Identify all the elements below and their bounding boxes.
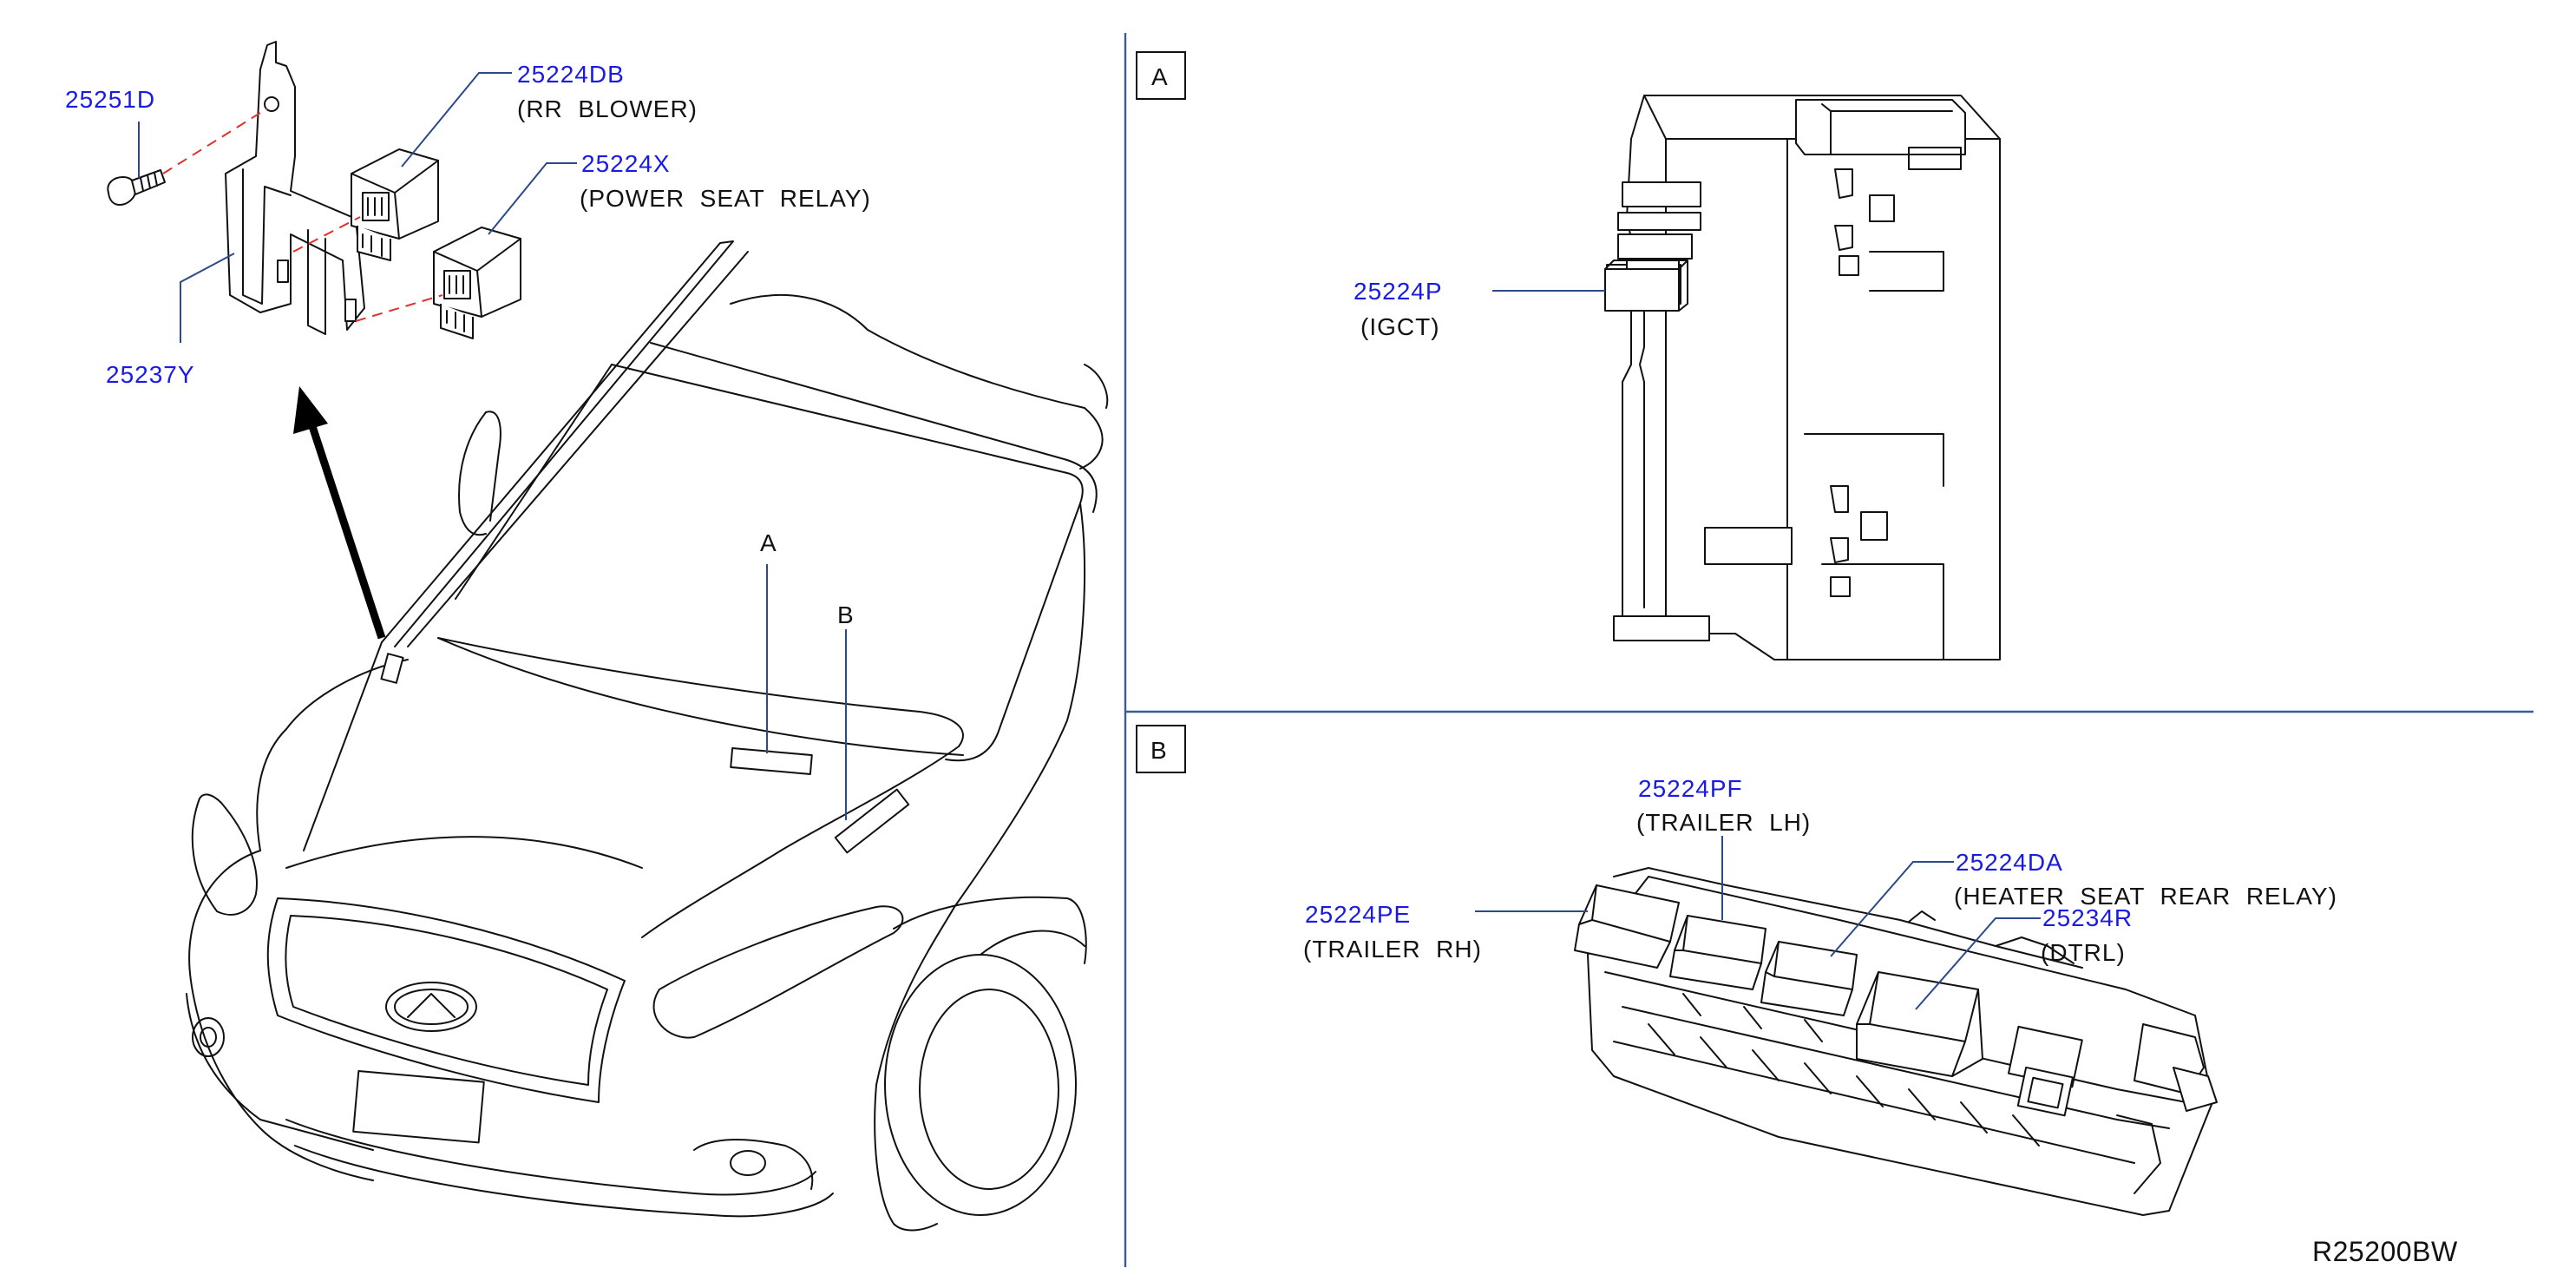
panel-b-label: B [1150,737,1168,764]
igct-part-number: 25224P [1354,278,1443,305]
relay-bracket-assembly [107,41,521,339]
diagram-code: R25200BW [2312,1236,2458,1267]
relay-block-b [1574,867,2218,1216]
dtrl-part-number: 25234R [2042,904,2133,931]
panel-b-leaders [1475,836,2041,1010]
location-arrow [293,386,386,640]
junction-block-a [1604,95,2001,660]
heater-seat-rear-desc: (HEATER SEAT REAR RELAY) [1954,883,2337,910]
callout-leaders [138,72,577,343]
trailer-lh-part-number: 25224PF [1638,775,1743,802]
panel-dividers [1124,33,2533,1267]
assembly-dashed-lines [162,108,443,322]
trailer-rh-part-number: 25224PE [1305,901,1411,928]
dtrl-desc: (DTRL) [2041,939,2126,966]
vehicle-illustration [186,240,1109,1232]
car-locator-b: B [837,601,855,628]
power-seat-desc: (POWER SEAT RELAY) [580,185,871,212]
panel-a-label: A [1151,63,1169,90]
rr-blower-desc: (RR BLOWER) [517,95,698,122]
panel-b-label-box [1136,725,1186,773]
car-locator-a: A [760,529,777,556]
bracket-part-number: 25237Y [106,361,195,388]
heater-seat-rear-part-number: 25224DA [1956,849,2063,876]
igct-desc: (IGCT) [1360,313,1440,340]
panel-a-label-box [1136,51,1186,100]
trailer-lh-desc: (TRAILER LH) [1636,809,1811,836]
rr-blower-part-number: 25224DB [517,61,625,88]
power-seat-part-number: 25224X [581,150,671,177]
car-locator-leaders [766,564,847,820]
bolt-part-number: 25251D [65,86,155,113]
trailer-rh-desc: (TRAILER RH) [1303,936,1482,963]
